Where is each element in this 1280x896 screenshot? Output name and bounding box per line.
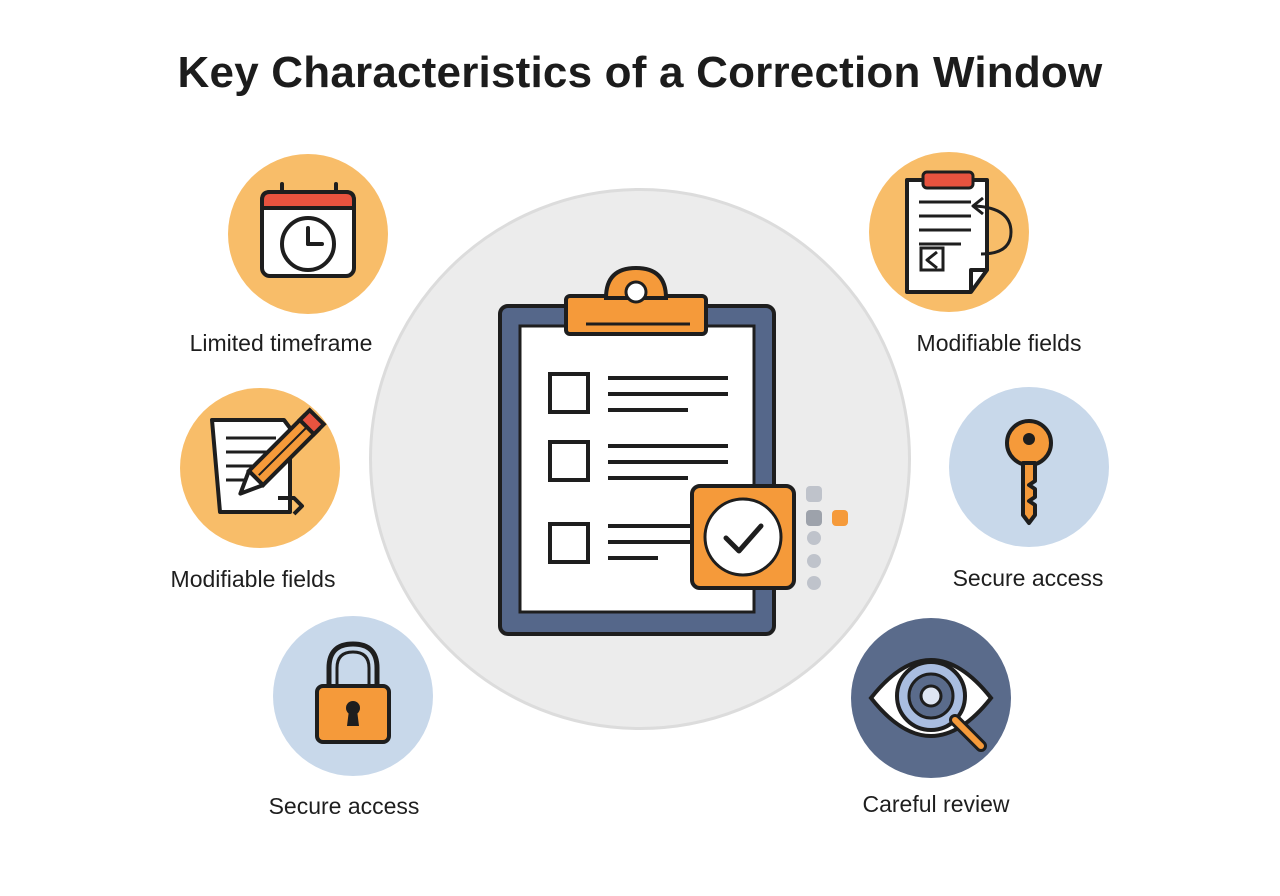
page-title: Key Characteristics of a Correction Wind…: [177, 48, 1103, 97]
timeframe-badge: [228, 154, 388, 314]
secure-access-badge-left: [273, 616, 433, 776]
eye-magnifier-icon: [868, 657, 994, 752]
modifiable-fields-badge-right: [869, 152, 1029, 312]
clipboard-checklist-icon: [498, 265, 848, 636]
label-careful-review: Careful review: [862, 791, 1010, 817]
document-pencil-icon: [210, 407, 327, 516]
label-secure-access-right: Secure access: [952, 565, 1104, 591]
key-icon: [1005, 419, 1053, 525]
secure-access-badge-right: [949, 387, 1109, 547]
label-secure-access-left: Secure access: [268, 793, 420, 819]
careful-review-badge: [851, 618, 1011, 778]
modifiable-fields-badge-left: [180, 388, 340, 548]
label-modifiable-fields-right: Modifiable fields: [916, 330, 1082, 356]
padlock-icon: [315, 641, 391, 744]
calendar-clock-icon: [260, 182, 356, 278]
label-limited-timeframe: Limited timeframe: [189, 330, 373, 356]
label-modifiable-fields-left: Modifiable fields: [170, 566, 336, 592]
document-edit-arrow-icon: [905, 170, 1013, 294]
